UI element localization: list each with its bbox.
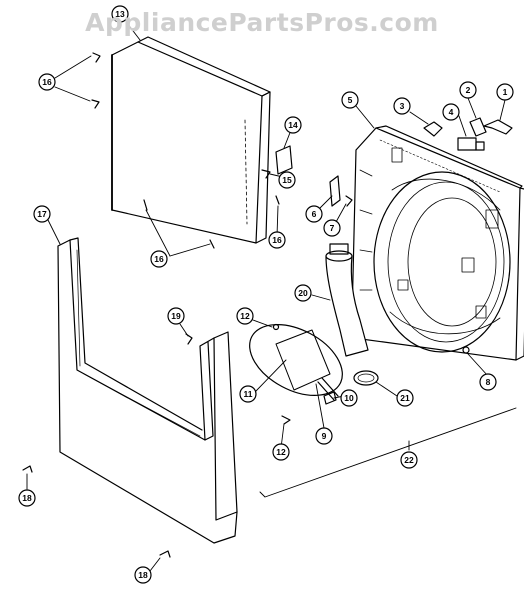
callout-4-label: 4 (449, 107, 454, 117)
callout-20: 20 (294, 284, 312, 302)
callout-6-label: 6 (312, 209, 317, 219)
callout-15-label: 15 (282, 175, 292, 185)
callout-18b-label: 18 (138, 570, 148, 580)
leader-lines (26, 22, 517, 572)
heater-element (249, 324, 343, 401)
callout-8: 8 (479, 373, 497, 391)
callout-18a-label: 18 (22, 493, 32, 503)
callout-15: 15 (278, 171, 296, 189)
callout-17-label: 17 (37, 209, 47, 219)
callout-6: 6 (305, 205, 323, 223)
callout-1: 1 (496, 83, 514, 101)
callout-5-label: 5 (348, 95, 353, 105)
callout-8-label: 8 (486, 377, 491, 387)
callout-21-label: 21 (400, 393, 410, 403)
callout-13: 13 (111, 5, 129, 23)
callout-16a: 16 (38, 73, 56, 91)
small-parts (22, 52, 513, 558)
callout-2-label: 2 (466, 85, 471, 95)
callout-16c: 16 (268, 231, 286, 249)
callout-11-label: 11 (244, 389, 253, 399)
callout-17: 17 (33, 205, 51, 223)
callout-2: 2 (459, 81, 477, 99)
front-panel (57, 237, 238, 544)
callouts: 1 2 3 4 5 6 7 (18, 5, 514, 584)
callout-1-label: 1 (503, 87, 508, 97)
callout-12b: 12 (272, 443, 290, 461)
callout-18b: 18 (134, 566, 152, 584)
callout-7: 7 (323, 219, 341, 237)
callout-16c-label: 16 (272, 235, 282, 245)
callout-20-label: 20 (298, 288, 308, 298)
callout-4: 4 (442, 103, 460, 121)
callout-12a-label: 12 (240, 311, 250, 321)
callout-11: 11 (239, 385, 257, 403)
callout-19-label: 19 (171, 311, 181, 321)
duct (325, 243, 369, 357)
callout-22-label: 22 (404, 455, 414, 465)
callout-10-label: 10 (344, 393, 354, 403)
callout-12a: 12 (236, 307, 254, 325)
callout-3-label: 3 (400, 101, 405, 111)
callout-5: 5 (341, 91, 359, 109)
callout-10: 10 (340, 389, 358, 407)
callout-13-label: 13 (115, 9, 125, 19)
callout-7-label: 7 (330, 223, 335, 233)
callout-16b: 16 (150, 250, 168, 268)
callout-19: 19 (167, 307, 185, 325)
callout-14: 14 (284, 116, 302, 134)
callout-12b-label: 12 (276, 447, 286, 457)
callout-21: 21 (396, 389, 414, 407)
top-panel (111, 36, 271, 244)
bulkhead (351, 125, 524, 361)
callout-18a: 18 (18, 489, 36, 507)
callout-9-label: 9 (322, 431, 327, 441)
callout-3: 3 (393, 97, 411, 115)
callout-22: 22 (400, 451, 418, 469)
callout-16b-label: 16 (154, 254, 164, 264)
callout-16a-label: 16 (42, 77, 52, 87)
callout-14-label: 14 (288, 120, 298, 130)
callout-9: 9 (315, 427, 333, 445)
